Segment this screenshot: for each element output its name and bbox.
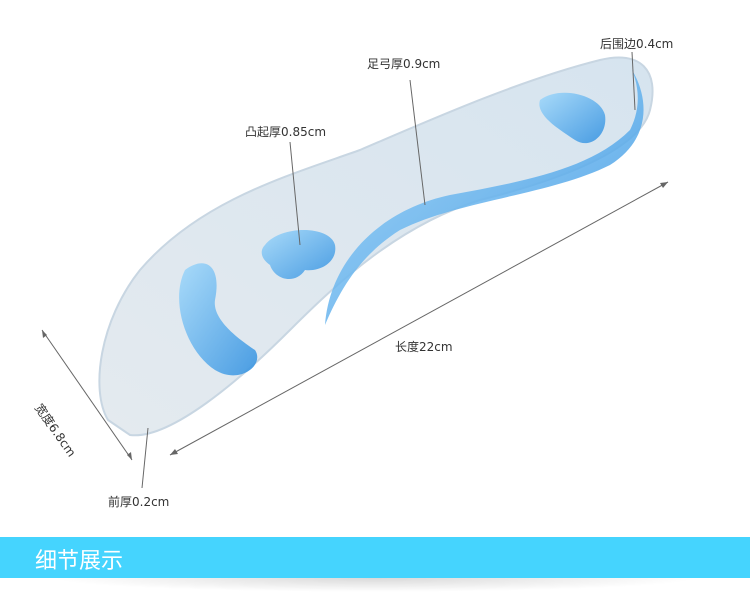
heel-edge-label: 后围边0.4cm <box>600 37 674 51</box>
front-thickness-label: 前厚0.2cm <box>108 495 170 509</box>
length-label: 长度22cm <box>395 340 453 354</box>
toe-gel <box>179 263 258 376</box>
section-banner: 细节展示 <box>0 537 750 578</box>
section-title: 细节展示 <box>35 549 124 574</box>
metatarsal-gel <box>261 230 336 280</box>
arch-gel <box>325 70 644 325</box>
heel-gel <box>539 92 606 144</box>
banner-shadow <box>50 578 700 592</box>
bump-thickness-label: 凸起厚0.85cm <box>245 125 327 139</box>
arch-thickness-label: 足弓厚0.9cm <box>367 57 441 71</box>
